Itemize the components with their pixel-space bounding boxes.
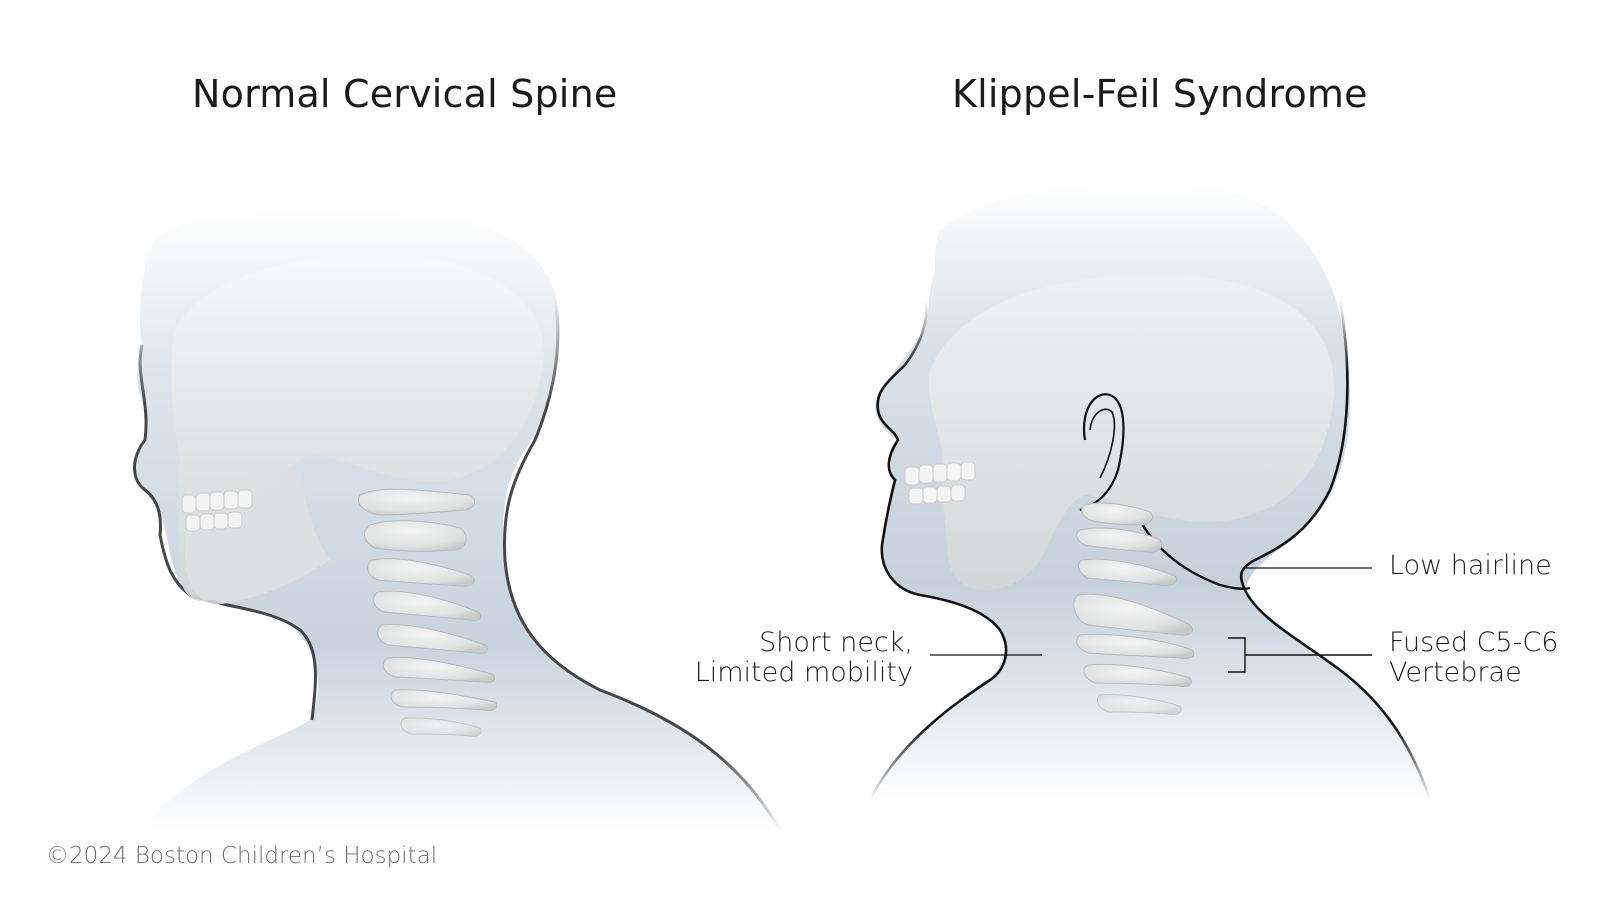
- label-fused-vertebrae: Fused C5-C6 Vertebrae: [1389, 628, 1558, 688]
- kf-hairline-edge: [1133, 509, 1251, 590]
- panel-title-normal: Normal Cervical Spine: [192, 72, 618, 116]
- normal-skull: [171, 254, 544, 601]
- copyright-notice: ©2024 Boston Children’s Hospital: [46, 843, 438, 869]
- kf-teeth: [904, 461, 976, 505]
- label-low-hairline: Low hairline: [1389, 550, 1552, 581]
- normal-outline: [133, 299, 782, 831]
- label-fused-line1: Fused C5-C6: [1389, 627, 1559, 658]
- kf-ear-inner-icon: [1089, 408, 1116, 479]
- label-short-neck-line2: Limited mobility: [694, 657, 913, 688]
- klippel-feil-figure: [868, 182, 1432, 801]
- normal-vertebrae: [357, 488, 498, 737]
- normal-neck-figure: [133, 208, 782, 831]
- kf-skull: [929, 274, 1335, 591]
- normal-teeth: [181, 489, 253, 532]
- kf-ear-icon: [1079, 393, 1125, 512]
- label-short-neck: Short neck, Limited mobility: [695, 628, 913, 688]
- kf-vertebrae: [1073, 502, 1195, 715]
- kf-outline: [868, 299, 1432, 801]
- label-short-neck-line1: Short neck,: [759, 627, 913, 658]
- panel-title-klippel-feil: Klippel-Feil Syndrome: [952, 72, 1368, 116]
- bracket-fused-vertebrae-icon: [1228, 637, 1372, 673]
- label-fused-line2: Vertebrae: [1389, 657, 1522, 688]
